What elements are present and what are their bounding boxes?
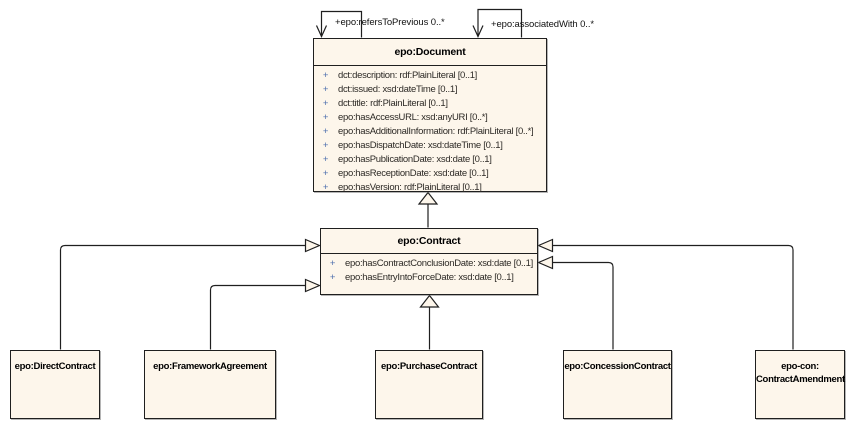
open-arrowhead-icon (472, 25, 484, 38)
generalization-contract-document[interactable] (417, 191, 439, 228)
visibility-marker: + (322, 167, 329, 179)
visibility-marker: + (322, 97, 329, 109)
self-association-refers-to-previous[interactable] (315, 10, 363, 38)
attribute-list: + dct:description: rdf:PlainLiteral [0..… (314, 66, 546, 194)
visibility-marker: + (322, 181, 329, 193)
self-association-line (477, 8, 523, 38)
hollow-triangle-icon (536, 238, 554, 253)
class-attribute: + dct:description: rdf:PlainLiteral [0..… (314, 68, 546, 82)
hollow-triangle-icon (304, 278, 322, 293)
class-epo-purchasecontract[interactable]: epo:PurchaseContract (375, 350, 483, 419)
visibility-marker: + (329, 271, 336, 283)
class-attribute: + epo:hasVersion: rdf:PlainLiteral [0..1… (314, 180, 546, 194)
attribute-text: epo:hasAdditionalInformation: rdf:PlainL… (338, 125, 534, 137)
hollow-triangle-icon (417, 191, 439, 205)
association-label-refers-to-previous: +epo:refersToPrevious 0..* (335, 17, 445, 28)
attribute-text: epo:hasVersion: rdf:PlainLiteral [0..1] (338, 181, 482, 193)
attribute-text: epo:hasContractConclusionDate: xsd:date … (345, 257, 533, 269)
class-epo-frameworkagreement[interactable]: epo:FrameworkAgreement (144, 350, 276, 419)
class-epo-concessioncontract[interactable]: epo:ConcessionContract (563, 350, 672, 419)
visibility-marker: + (322, 69, 329, 81)
class-title-line-1: epo-con: (781, 361, 819, 372)
visibility-marker: + (322, 125, 329, 137)
generalization-purchasecontract-contract[interactable] (419, 294, 440, 350)
class-epo-contract[interactable]: epo:Contract + epo:hasContractConclusion… (320, 228, 538, 295)
visibility-marker: + (322, 153, 329, 165)
class-attribute: + epo:hasPublicationDate: xsd:date [0..1… (314, 152, 546, 166)
class-epo-con-contractamendment[interactable]: epo-con: ContractAmendment (755, 350, 845, 419)
attribute-text: dct:title: rdf:PlainLiteral [0..1] (338, 97, 448, 109)
attribute-text: dct:issued: xsd:dateTime [0..1] (338, 83, 458, 95)
class-title: epo:ConcessionContract (564, 361, 671, 372)
visibility-marker: + (322, 83, 329, 95)
association-label-associated-with: +epo:associatedWith 0..* (491, 19, 594, 30)
class-title-line-2: ContractAmendment (756, 374, 845, 385)
hollow-triangle-icon (304, 238, 322, 253)
attribute-text: epo:hasDispatchDate: xsd:dateTime [0..1] (338, 139, 503, 151)
class-attribute: + dct:title: rdf:PlainLiteral [0..1] (314, 96, 546, 110)
class-title: epo-con: ContractAmendment (756, 351, 845, 386)
visibility-marker: + (329, 257, 336, 269)
attribute-text: epo:hasAccessURL: xsd:anyURI [0..*] (338, 111, 488, 123)
class-attribute: + epo:hasReceptionDate: xsd:date [0..1] (314, 166, 546, 180)
class-attribute: + epo:hasAdditionalInformation: rdf:Plai… (314, 124, 546, 138)
class-title: epo:DirectContract (14, 361, 96, 372)
hollow-triangle-icon (419, 294, 440, 308)
generalization-concessioncontract-contract[interactable] (536, 255, 614, 350)
class-attribute: + epo:hasAccessURL: xsd:anyURI [0..*] (314, 110, 546, 124)
attribute-list: + epo:hasContractConclusionDate: xsd:dat… (321, 254, 537, 284)
class-attribute: + dct:issued: xsd:dateTime [0..1] (314, 82, 546, 96)
generalization-line (552, 261, 614, 350)
attribute-text: epo:hasEntryIntoForceDate: xsd:date [0..… (345, 271, 514, 283)
generalization-directcontract-contract[interactable] (59, 238, 322, 350)
attribute-text: epo:hasPublicationDate: xsd:date [0..1] (338, 153, 492, 165)
generalization-contractamendment-contract[interactable] (536, 238, 794, 350)
class-title: epo:Document (314, 39, 546, 66)
self-association-associated-with[interactable] (472, 8, 523, 38)
class-attribute: + epo:hasEntryIntoForceDate: xsd:date [0… (321, 270, 537, 284)
generalization-line (59, 244, 306, 350)
class-attribute: + epo:hasDispatchDate: xsd:dateTime [0..… (314, 138, 546, 152)
class-title: epo:PurchaseContract (381, 361, 477, 372)
class-epo-directcontract[interactable]: epo:DirectContract (10, 350, 100, 419)
class-title: epo:FrameworkAgreement (153, 361, 267, 372)
open-arrowhead-icon (315, 25, 328, 38)
generalization-frameworkagreement-contract[interactable] (209, 278, 322, 350)
hollow-triangle-icon (536, 255, 554, 270)
visibility-marker: + (322, 111, 329, 123)
class-title: epo:Contract (321, 229, 537, 254)
attribute-text: dct:description: rdf:PlainLiteral [0..1] (338, 69, 478, 81)
attribute-text: epo:hasReceptionDate: xsd:date [0..1] (338, 167, 489, 179)
visibility-marker: + (322, 139, 329, 151)
class-epo-document[interactable]: epo:Document + dct:description: rdf:Plai… (313, 38, 547, 194)
self-association-line (320, 10, 363, 38)
class-attribute: + epo:hasContractConclusionDate: xsd:dat… (321, 256, 537, 270)
generalization-line (209, 284, 306, 350)
generalization-line (552, 244, 794, 350)
